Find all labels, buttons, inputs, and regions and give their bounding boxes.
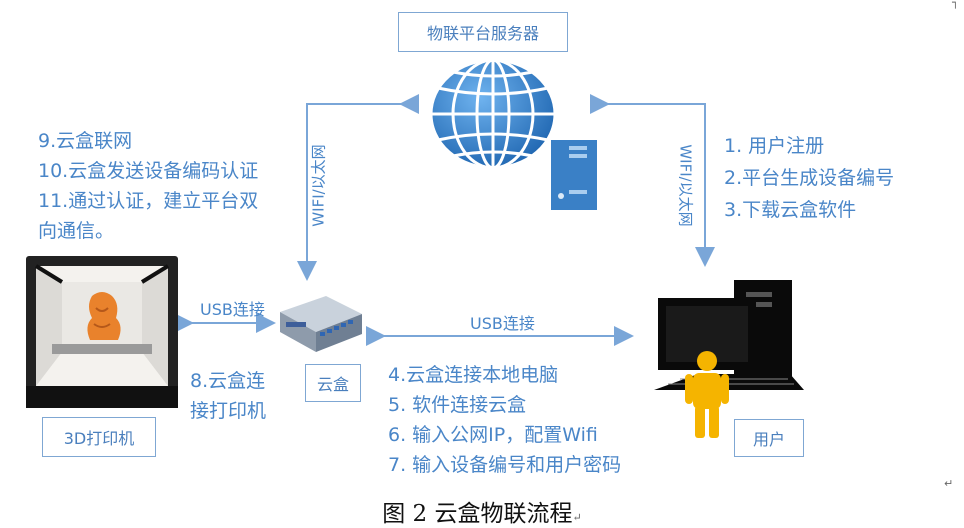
steps-bottom: 4.云盒连接本地电脑 5. 软件连接云盒 6. 输入公网IP，配置Wifi 7.…: [388, 360, 621, 480]
steps-right-top: 1. 用户注册 2.平台生成设备编号 3.下载云盒软件: [724, 130, 894, 226]
cloudbox-label-box: 云盒: [305, 364, 361, 402]
step-8: 8.云盒连: [190, 370, 266, 392]
server-label-box: 物联平台服务器: [398, 12, 568, 52]
cloudbox-device-icon: [280, 296, 362, 352]
step-7: 7. 输入设备编号和用户密码: [388, 454, 622, 476]
cloudbox-label: 云盒: [316, 375, 349, 394]
step-11-cont: 向通信。: [38, 220, 115, 242]
user-figure-icon: [685, 351, 729, 438]
printer-label-box: 3D打印机: [42, 417, 156, 457]
usb-computer-label: USB连接: [470, 314, 535, 333]
corner-mark: ┐: [952, 0, 959, 9]
step-3: 3.下载云盒软件: [724, 199, 857, 221]
usb-printer-label: USB连接: [200, 300, 265, 319]
wifi-left-label: WIFI/以太网: [309, 144, 328, 227]
step-4: 4.云盒连接本地电脑: [388, 364, 559, 386]
printer-3d-icon: [26, 256, 178, 408]
figure-caption: 图 2 云盒物联流程↵: [0, 494, 964, 528]
step-9: 9.云盒联网: [38, 130, 133, 152]
caption-return-icon: ↵: [572, 511, 582, 524]
caption-text: 图 2 云盒物联流程: [382, 501, 573, 527]
server-tower-icon: [551, 140, 597, 210]
step-6: 6. 输入公网IP，配置Wifi: [388, 424, 598, 446]
step-5: 5. 软件连接云盒: [388, 394, 527, 416]
user-label: 用户: [752, 430, 785, 449]
user-label-box: 用户: [734, 419, 804, 457]
server-label: 物联平台服务器: [426, 24, 539, 43]
step-2: 2.平台生成设备编号: [724, 167, 895, 189]
step-8-cont: 接打印机: [190, 400, 267, 422]
steps-left-top: 9.云盒联网 10.云盒发送设备编码认证 11.通过认证，建立平台双 向通信。: [38, 126, 258, 246]
step-1: 1. 用户注册: [724, 135, 825, 157]
paragraph-mark-icon: ↵: [944, 477, 954, 490]
printer-label: 3D打印机: [63, 429, 135, 448]
step-11: 11.通过认证，建立平台双: [38, 190, 259, 212]
wifi-right-label: WIFI/以太网: [676, 144, 695, 227]
arrow-server-cloudbox: [297, 94, 419, 281]
steps-printer: 8.云盒连 接打印机: [190, 366, 266, 426]
globe-icon: [429, 58, 557, 170]
step-10: 10.云盒发送设备编码认证: [38, 160, 259, 182]
arrow-server-user: [590, 94, 715, 267]
